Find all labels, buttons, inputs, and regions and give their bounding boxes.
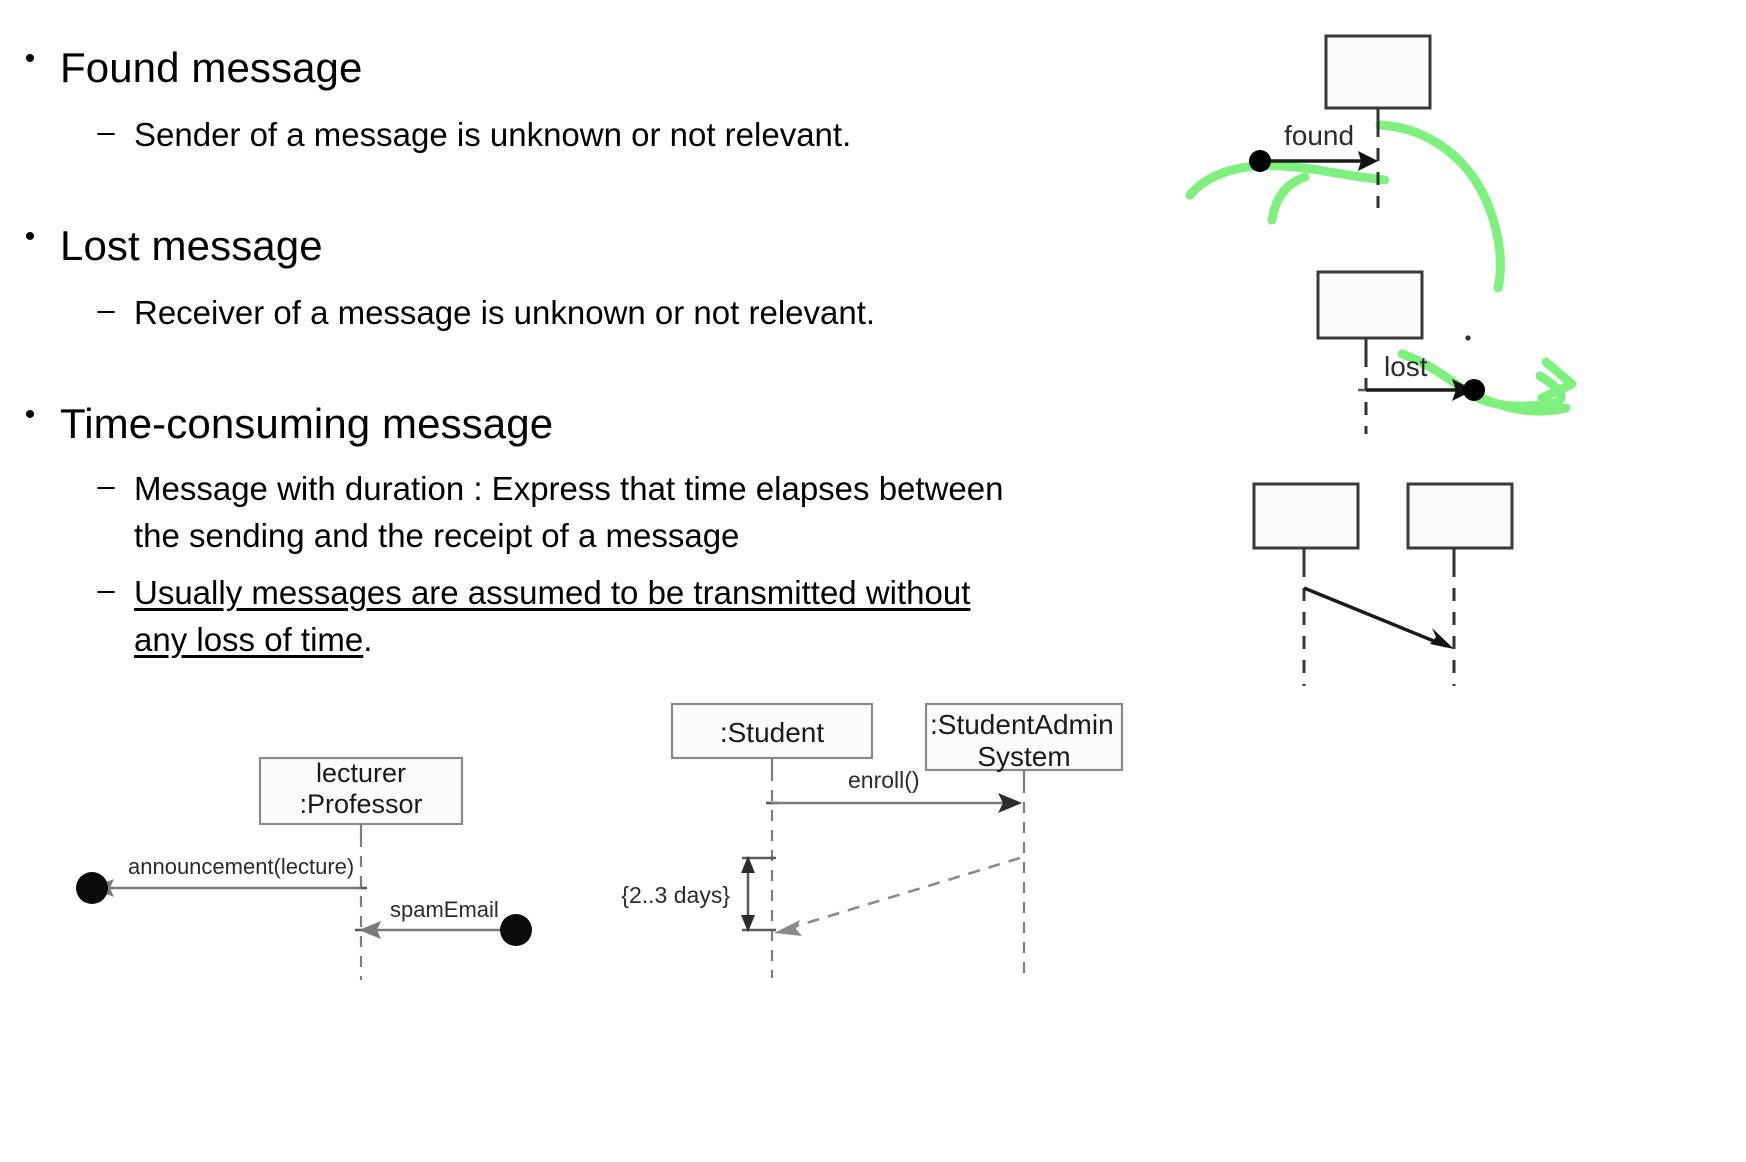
sub-bullet-marker-icon: – bbox=[97, 292, 115, 327]
object-box bbox=[1324, 34, 1432, 110]
sub-bullet-marker-icon: – bbox=[97, 114, 115, 149]
lecturer-sequence-diagram: lecturer :Professor announcement(lecture… bbox=[60, 740, 560, 1000]
bullet-title-time-consuming-message: Time-consuming message bbox=[60, 400, 554, 447]
lifeline-head-lecturer bbox=[258, 756, 464, 826]
bullet-title-found-message: Found message bbox=[60, 44, 363, 91]
sub-bullet-time-consuming-0: – Message with duration : Express that t… bbox=[78, 466, 1034, 560]
sub-bullet-marker-icon: – bbox=[97, 572, 115, 607]
green-highlight-curve bbox=[1375, 120, 1505, 293]
duration-arrowhead-down-icon bbox=[741, 915, 755, 932]
underlined-phrase: Usually messages are assumed to be trans… bbox=[134, 574, 971, 658]
sub-bullet-lost-message-0: – Receiver of a message is unknown or no… bbox=[78, 290, 875, 337]
reply-message-arrow bbox=[789, 856, 1021, 930]
sub-bullet-found-message-0: – Sender of a message is unknown or not … bbox=[78, 112, 851, 159]
found-message-notation: found bbox=[1180, 20, 1600, 293]
bullet-marker-icon: • bbox=[24, 42, 36, 75]
found-message-label: found bbox=[1284, 120, 1354, 151]
object-box bbox=[1316, 270, 1424, 340]
sub-bullet-time-consuming-1: – Usually messages are assumed to be tra… bbox=[78, 570, 1024, 664]
arrowhead-icon bbox=[1430, 628, 1454, 649]
ink-speck bbox=[1465, 335, 1471, 341]
object-box-sender bbox=[1252, 482, 1360, 550]
green-arrowhead-icon bbox=[1537, 357, 1577, 403]
lost-end-dot-icon bbox=[76, 872, 108, 904]
green-highlight-stroke bbox=[1185, 161, 1390, 200]
sub-bullet-text-found-message-0: Sender of a message is unknown or not re… bbox=[134, 116, 852, 153]
lifeline-head-studentadminsystem bbox=[924, 702, 1124, 772]
lost-message-label: lost bbox=[1384, 351, 1428, 382]
arrowhead-icon bbox=[359, 921, 381, 939]
duration-constraint-label: {2..3 days} bbox=[621, 882, 730, 908]
bullet-marker-icon: • bbox=[24, 398, 36, 431]
enroll-message-label: enroll() bbox=[848, 767, 920, 793]
student-enrollment-sequence-diagram: :Student :StudentAdmin System enroll() bbox=[621, 690, 1150, 990]
lifeline-label-line2: :Professor bbox=[299, 789, 422, 819]
lost-message-notation: lost bbox=[1250, 258, 1746, 448]
bullet-item-time-consuming-message: • Time-consuming message bbox=[0, 400, 553, 448]
bullet-marker-icon: • bbox=[24, 220, 36, 253]
object-box-receiver bbox=[1406, 482, 1514, 550]
arrowhead-icon bbox=[1358, 151, 1378, 171]
sub-bullet-text-lost-message-0: Receiver of a message is unknown or not … bbox=[134, 294, 876, 331]
lifeline-label-studentadmin-line1: :StudentAdmin bbox=[930, 709, 1114, 740]
duration-message-arrow bbox=[1303, 586, 1447, 648]
bullet-item-found-message: • Found message bbox=[0, 42, 363, 92]
found-origin-dot-icon bbox=[1249, 150, 1271, 172]
found-origin-dot-icon bbox=[500, 914, 532, 946]
lifeline-head-student bbox=[670, 702, 874, 760]
spamemail-message-label: spamEmail bbox=[390, 897, 499, 922]
bullet-title-lost-message: Lost message bbox=[60, 222, 323, 269]
lifeline-label-student: :Student bbox=[720, 717, 825, 748]
time-consuming-message-notation bbox=[1240, 478, 1540, 698]
arrowhead-icon bbox=[998, 793, 1022, 813]
duration-arrowhead-up-icon bbox=[741, 856, 755, 873]
sub-bullet-text-time-consuming-1: Usually messages are assumed to be trans… bbox=[134, 570, 1024, 664]
lost-end-dot-icon bbox=[1463, 379, 1485, 401]
bullet-item-lost-message: • Lost message bbox=[0, 222, 323, 270]
sentence-period: . bbox=[363, 620, 373, 658]
sub-bullet-text-time-consuming-0: Message with duration : Express that tim… bbox=[134, 470, 1004, 554]
lifeline-label-studentadmin-line2: System bbox=[977, 741, 1070, 772]
announcement-message-label: announcement(lecture) bbox=[128, 854, 354, 879]
arrowhead-icon bbox=[774, 920, 802, 936]
lifeline-label-line1: lecturer bbox=[316, 758, 406, 788]
sub-bullet-marker-icon: – bbox=[97, 468, 115, 503]
green-highlight-stroke bbox=[1267, 172, 1310, 225]
